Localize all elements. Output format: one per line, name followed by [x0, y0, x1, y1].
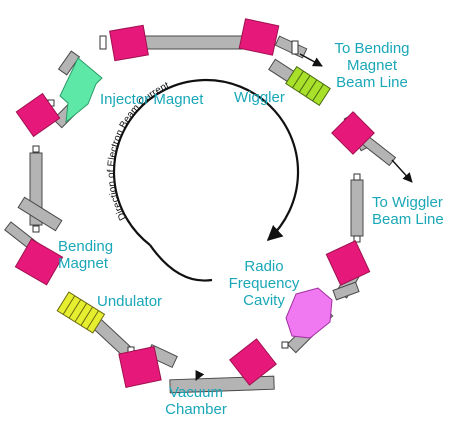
- clockwise-arrow-icon: [112, 78, 300, 246]
- label-bending-magnet: Bending Magnet: [58, 238, 114, 272]
- wiggler: [285, 66, 331, 106]
- bending-magnet: [331, 111, 375, 155]
- injector-magnet: [59, 57, 103, 124]
- bending-magnet: [15, 92, 61, 138]
- label-radio-frequency-cavity: Radio Frequency Cavity: [228, 258, 300, 309]
- flange: [32, 225, 40, 233]
- pipe-segment: [350, 179, 364, 237]
- flange: [353, 235, 361, 243]
- flange: [99, 35, 107, 50]
- flange: [281, 341, 289, 349]
- bending-magnet: [109, 24, 149, 62]
- label-undulator: Undulator: [97, 293, 163, 310]
- lower-arc: [149, 244, 213, 282]
- label-vacuum-chamber: Vacuum Chamber: [165, 384, 227, 418]
- bending-magnet: [238, 18, 280, 56]
- bending-magnet: [14, 238, 64, 286]
- pipe-segment: [17, 196, 63, 232]
- arrow-icon: [391, 159, 413, 183]
- flange: [291, 40, 299, 55]
- flange: [32, 145, 40, 153]
- undulator: [56, 291, 106, 334]
- injector-pipe: [57, 50, 81, 76]
- bending-magnet: [118, 346, 162, 388]
- undulator-stripes: [62, 295, 99, 330]
- rf-cavity: [285, 287, 333, 339]
- arrow-icon: [299, 53, 323, 67]
- label-to-wiggler-beam-line: To Wiggler Beam Line: [372, 194, 444, 228]
- label-injector-magnet: Injector Magnet: [100, 91, 204, 108]
- label-wiggler: Wiggler: [234, 89, 285, 106]
- wiggler-beam-line-pipe: [361, 135, 397, 167]
- bending-magnet: [229, 338, 277, 386]
- label-to-bending-magnet-beam-line: To Bending Magnet Beam Line: [334, 40, 410, 91]
- vacuum-chamber-pointer: [195, 369, 205, 381]
- bending-magnets: [14, 18, 375, 388]
- flange: [353, 173, 361, 181]
- wiggler-body: [285, 66, 331, 106]
- rf-branch-pipe: [332, 281, 360, 301]
- beam-line-pipes: [4, 35, 397, 301]
- pipe-flanges: [32, 35, 361, 354]
- pipe-segment: [141, 35, 253, 50]
- bending-magnet: [325, 240, 371, 286]
- wiggler-stripes: [292, 70, 324, 102]
